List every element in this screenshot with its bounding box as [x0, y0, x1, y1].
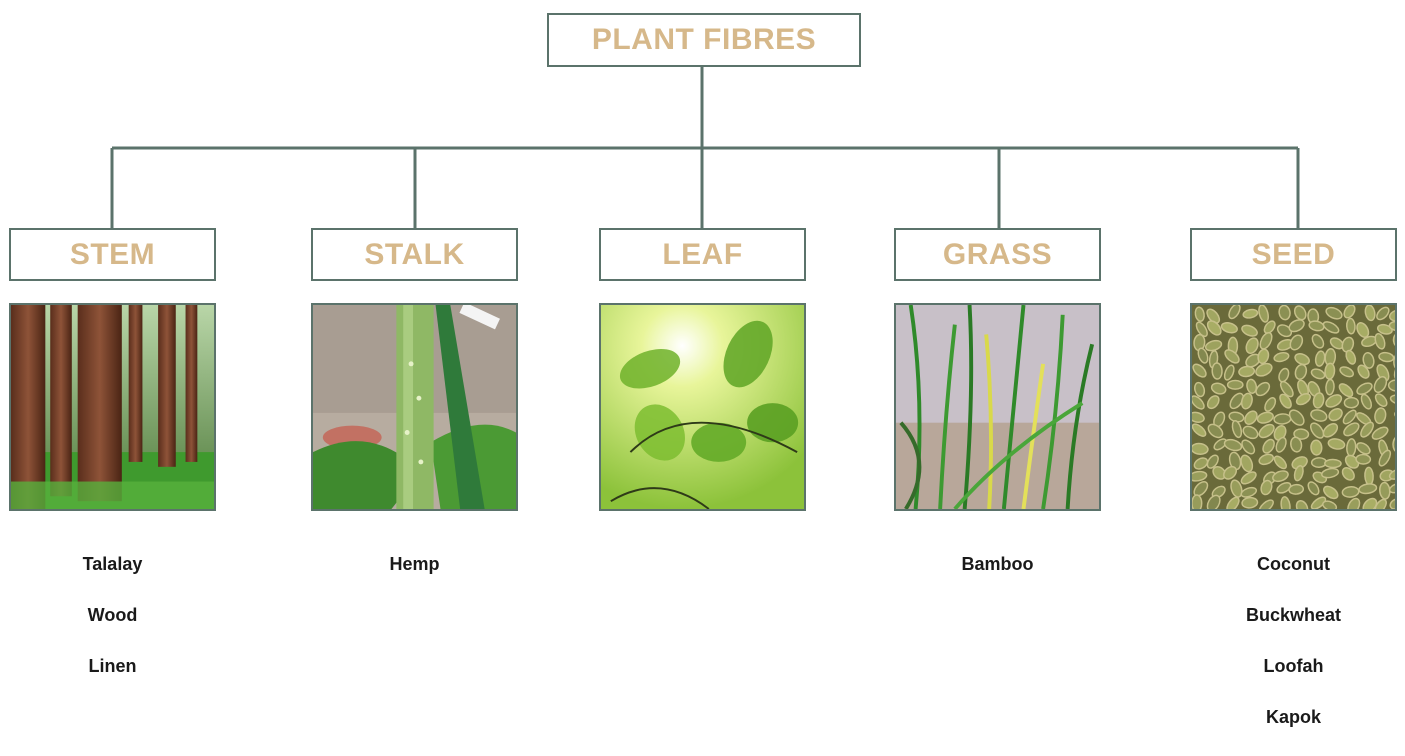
fibre-list-stem: Talalay Wood Linen — [9, 552, 216, 705]
seed-shape — [1325, 379, 1334, 395]
seed-shape — [1346, 318, 1355, 334]
fibre-item: Talalay — [9, 552, 216, 603]
seed-shape — [1310, 440, 1322, 455]
category-box-grass: GRASS — [894, 228, 1101, 281]
fibre-list-stalk: Hemp — [311, 552, 518, 603]
plant-stalk-image — [311, 303, 518, 511]
redwood-forest-image — [9, 303, 216, 511]
seed-shape — [1325, 459, 1341, 467]
grass-blades-image — [894, 303, 1101, 511]
category-box-seed: SEED — [1190, 228, 1397, 281]
seed-shape — [1192, 495, 1202, 509]
fibre-item: Wood — [9, 603, 216, 654]
fibre-list-grass: Bamboo — [894, 552, 1101, 603]
seed-shape — [1289, 484, 1304, 495]
root-node-title: PLANT FIBRES — [547, 13, 861, 67]
fibre-item: Hemp — [311, 552, 518, 603]
fibre-item: Bamboo — [894, 552, 1101, 603]
pumpkin-seeds-image — [1190, 303, 1397, 511]
seed-shape — [1346, 439, 1356, 457]
fibre-item: Linen — [9, 654, 216, 705]
seed-shape — [1228, 381, 1243, 390]
seed-shape — [1356, 454, 1371, 464]
fibre-list-seed: Coconut Buckwheat Loofah Kapok — [1190, 552, 1397, 756]
category-box-stalk: STALK — [311, 228, 518, 281]
seed-shape — [1212, 363, 1222, 379]
sunlit-leaves-image — [599, 303, 806, 511]
seed-shape — [1364, 467, 1373, 485]
seed-shape — [1344, 397, 1358, 408]
fibre-item: Buckwheat — [1190, 603, 1397, 654]
fibre-item: Coconut — [1190, 552, 1397, 603]
seed-shape — [1274, 413, 1291, 424]
category-box-stem: STEM — [9, 228, 216, 281]
fibre-item: Loofah — [1190, 654, 1397, 705]
category-box-leaf: LEAF — [599, 228, 806, 281]
